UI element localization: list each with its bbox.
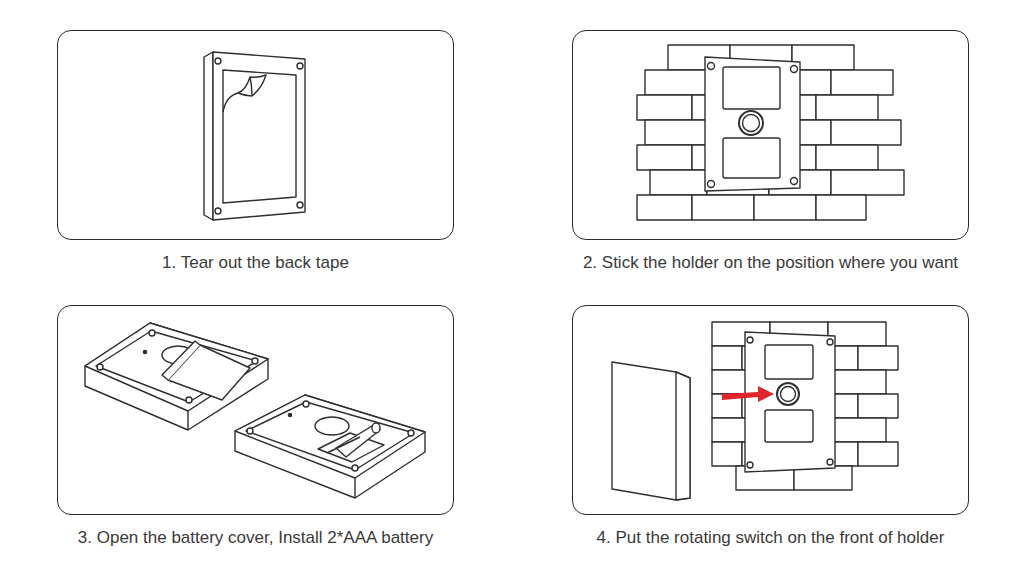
insert-arrow <box>722 386 774 402</box>
step-panel: 1. Tear out the back tape <box>57 30 454 240</box>
switch-box-battery <box>235 395 425 498</box>
brick-wall <box>637 45 904 220</box>
panel-frame <box>572 305 969 515</box>
step-panel: 4. Put the rotating switch on the front … <box>572 305 969 515</box>
step-caption: 1. Tear out the back tape <box>162 253 349 273</box>
brick-wall <box>712 322 898 490</box>
step-caption: 2. Stick the holder on the position wher… <box>583 253 958 273</box>
panel-frame <box>57 305 454 515</box>
holder-plate <box>204 52 305 220</box>
holder-plate <box>705 57 800 191</box>
panel-frame <box>572 30 969 240</box>
step-panel: 3. Open the battery cover, Install 2*AAA… <box>57 305 454 515</box>
step-caption: 3. Open the battery cover, Install 2*AAA… <box>78 528 433 548</box>
step-panel: 2. Stick the holder on the position wher… <box>572 30 969 240</box>
panel-frame <box>57 30 454 240</box>
step-caption: 4. Put the rotating switch on the front … <box>597 528 945 548</box>
holder-plate <box>745 332 835 472</box>
switch-box-open <box>85 323 268 430</box>
rotating-switch <box>612 362 690 500</box>
